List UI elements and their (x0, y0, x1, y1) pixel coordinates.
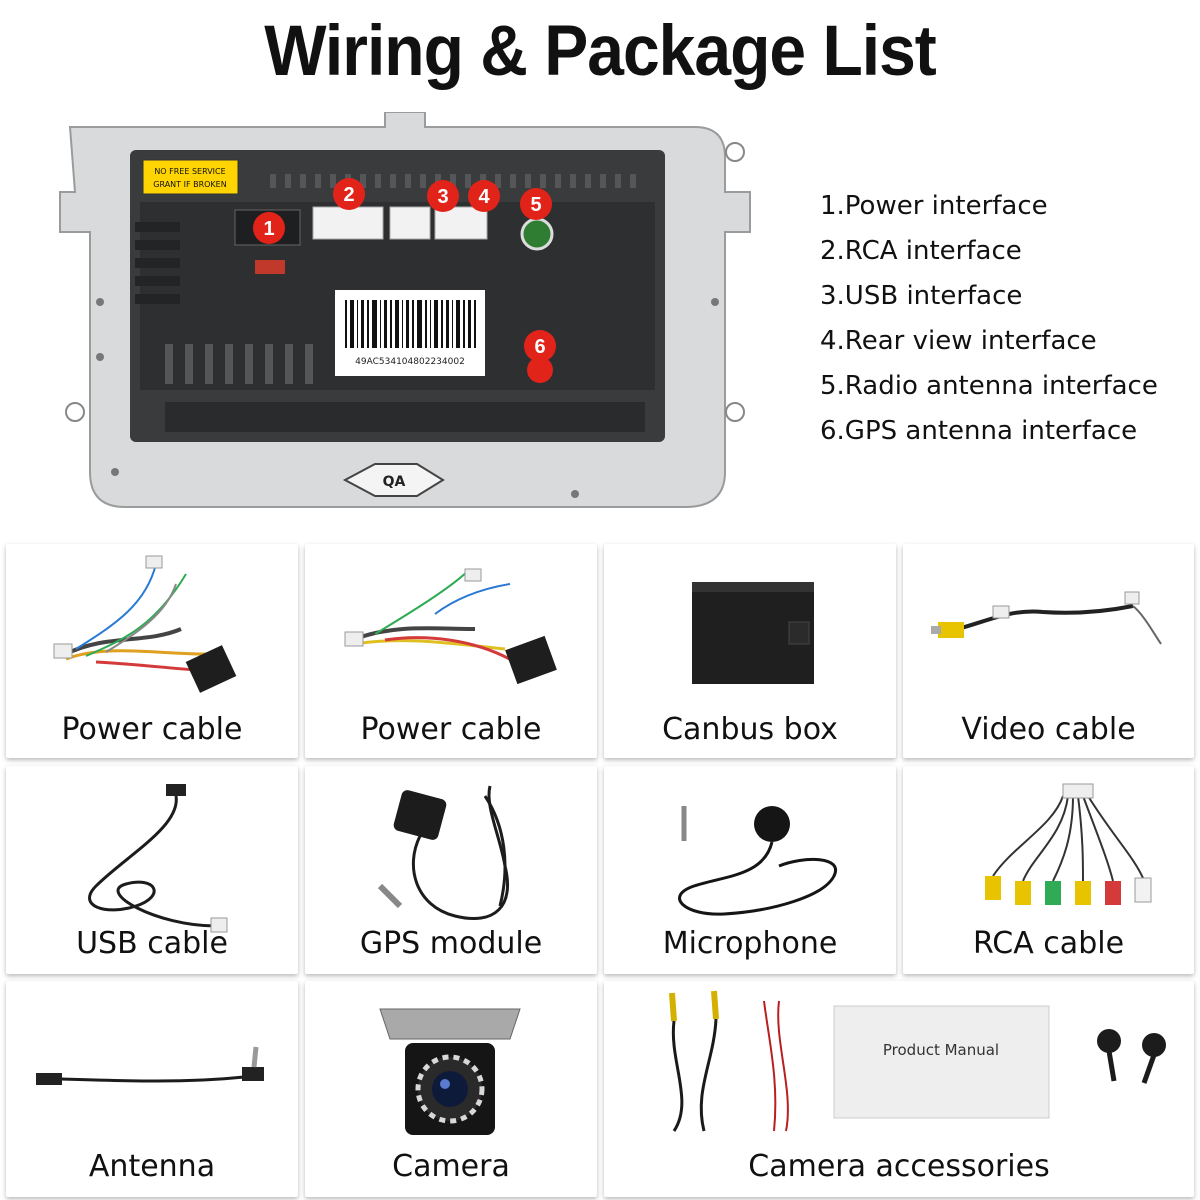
package-label: Power cable (360, 712, 542, 747)
marker-4 (468, 180, 500, 212)
package-item-camera-accessories: Product Manual Camera accessories (604, 981, 1194, 1197)
product-manual (833, 1005, 1050, 1119)
microphone-icon (678, 806, 838, 916)
package-item-canbus-box: Canbus box (604, 544, 896, 758)
package-label: GPS module (359, 926, 543, 961)
gps-module-icon (377, 785, 510, 921)
product-manual-title: Product Manual (883, 1041, 999, 1059)
interface-markers: 1 2 3 4 5 6 (253, 178, 556, 362)
barcode-number: 49AC534104802234002 (355, 357, 465, 367)
marker-2 (333, 178, 365, 210)
warranty-sticker-line-1: NO FREE SERVICE (154, 167, 225, 176)
package-label: Microphone (662, 926, 838, 961)
marker-3 (427, 180, 459, 212)
marker-1-label: 1 (263, 218, 274, 240)
legend-item-usb: 3.USB interface (820, 281, 1023, 311)
marker-5-label: 5 (530, 194, 541, 216)
qa-badge: QA (383, 474, 406, 490)
marker-3-label: 3 (437, 186, 448, 208)
antenna-icon (36, 1046, 264, 1085)
interface-legend: 1.Power interface 2.RCA interface 3.USB … (820, 184, 1158, 454)
package-label: Canbus box (662, 712, 838, 747)
package-label: Antenna (88, 1149, 216, 1184)
video-cable-icon (931, 591, 1162, 645)
package-item-video-cable: Video cable (903, 544, 1194, 758)
package-label: Power cable (61, 712, 243, 747)
package-label: USB cable (76, 926, 228, 961)
package-item-camera: Camera (305, 981, 597, 1197)
legend-item-power: 1.Power interface (820, 191, 1048, 221)
package-label: RCA cable (972, 926, 1125, 961)
legend-item-rca: 2.RCA interface (820, 236, 1022, 266)
camera-accessories-icon: Product Manual (669, 990, 1166, 1132)
marker-4-label: 4 (478, 186, 490, 208)
package-label: Camera (392, 1149, 510, 1184)
legend-item-radio-antenna: 5.Radio antenna interface (820, 371, 1158, 401)
package-item-power-cable-1: Power cable (6, 544, 298, 758)
marker-5 (520, 188, 552, 220)
rca-cable-icon (985, 783, 1152, 905)
package-grid: Power cable Power cable Canbus box (0, 538, 1200, 1200)
marker-6-label: 6 (534, 336, 545, 358)
package-item-gps-module: GPS module (305, 766, 597, 974)
head-unit-rear: NO FREE SERVICE GRANT IF BROKEN 49AC5341… (45, 111, 765, 517)
warranty-sticker-line-2: GRANT IF BROKEN (153, 180, 226, 189)
package-item-antenna: Antenna (6, 981, 298, 1197)
power-cable-icon (344, 568, 557, 685)
package-label: Camera accessories (748, 1149, 1050, 1184)
marker-2-label: 2 (343, 184, 354, 206)
head-unit-illustration: NO FREE SERVICE GRANT IF BROKEN 49AC5341… (59, 111, 751, 508)
package-item-rca-cable: RCA cable (903, 766, 1194, 974)
package-item-power-cable-2: Power cable (305, 544, 597, 758)
page-title: Wiring & Package List (264, 10, 937, 90)
package-item-microphone: Microphone (604, 766, 896, 974)
canbus-box-icon (692, 582, 814, 684)
legend-item-gps-antenna: 6.GPS antenna interface (820, 416, 1138, 446)
marker-6 (524, 330, 556, 362)
camera-icon (379, 1008, 521, 1135)
power-cable-icon (53, 555, 237, 693)
legend-item-rear-view: 4.Rear view interface (820, 326, 1097, 356)
package-item-usb-cable: USB cable (6, 766, 298, 974)
package-label: Video cable (961, 712, 1136, 747)
marker-1 (253, 212, 285, 244)
usb-cable-icon (88, 784, 228, 933)
